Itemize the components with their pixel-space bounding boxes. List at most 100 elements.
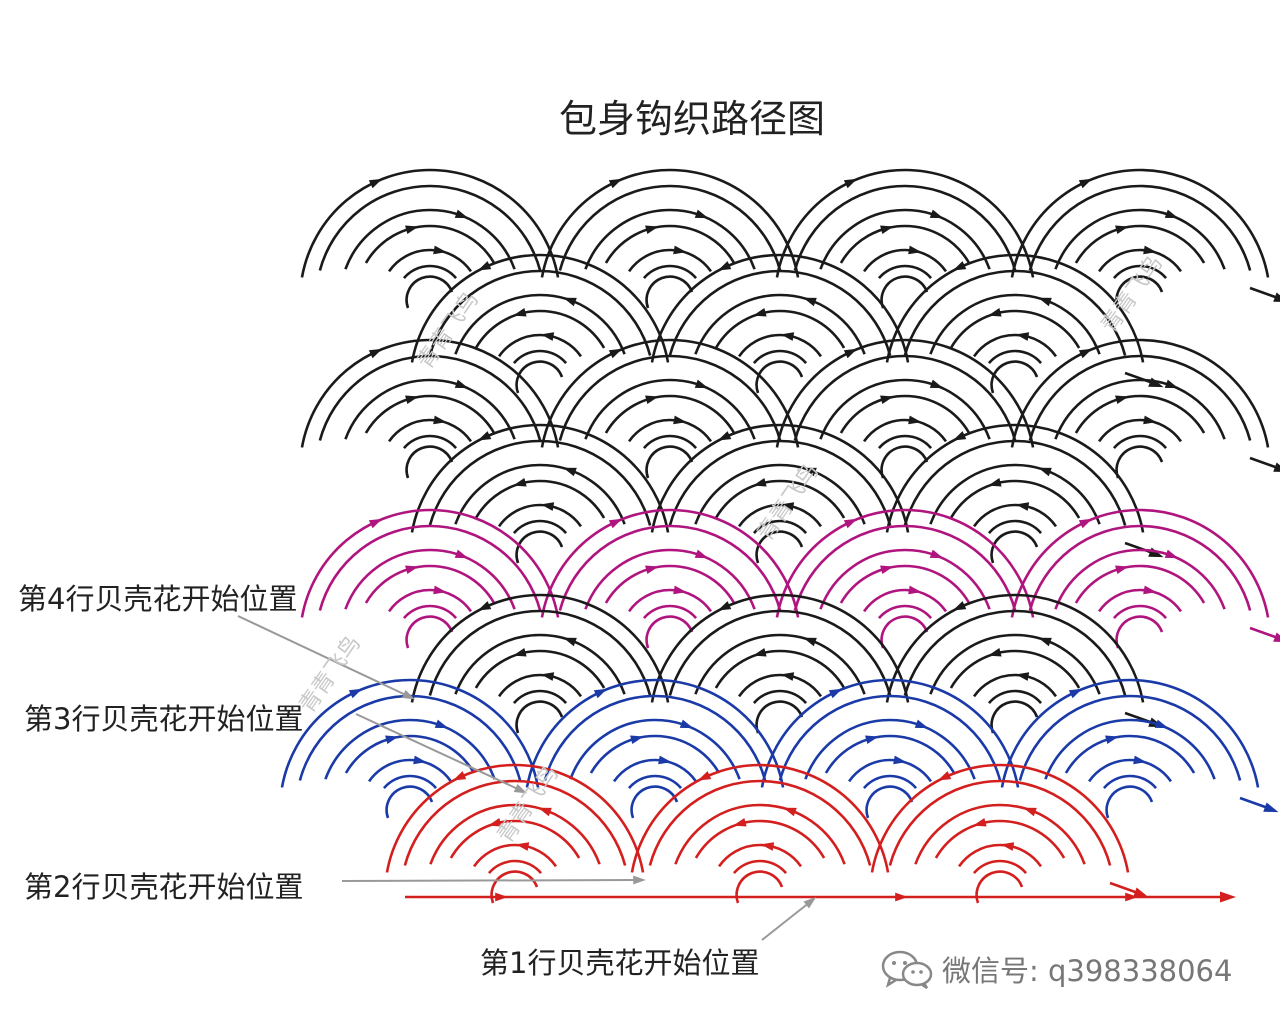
shell-outer-arc (558, 184, 782, 271)
path-arrow (630, 735, 644, 745)
path-arrow (515, 842, 530, 851)
path-arrow (513, 783, 528, 794)
shell-band-arc (737, 503, 823, 528)
path-arrow (1115, 225, 1129, 235)
path-arrow (1105, 735, 1119, 745)
shell-outer-arc (793, 524, 1017, 611)
path-arrow (780, 332, 795, 341)
shell-band-arc (642, 434, 698, 450)
path-arrow (694, 379, 709, 389)
shell-center-hook (880, 615, 929, 649)
shell-band-arc (1054, 378, 1226, 440)
path-arrow (753, 308, 767, 317)
path-arrow (368, 348, 383, 359)
shell-band-arc (1074, 394, 1206, 434)
shell-outer-arc (410, 253, 670, 363)
shell-band-arc (957, 843, 1043, 868)
shell-band-arc (972, 333, 1058, 358)
path-arrow (1115, 395, 1129, 405)
shell-center-hook (755, 530, 804, 564)
path-arrow (1164, 209, 1179, 219)
shell-band-arc (387, 418, 473, 443)
path-arrow (914, 719, 929, 729)
shell-outer-arc (903, 269, 1127, 356)
shell-outer-arc (885, 423, 1145, 533)
path-arrow (385, 735, 399, 745)
shell-outer-arc (1018, 694, 1242, 781)
shell-outer-arc (558, 524, 782, 611)
shell-outer-arc (1000, 678, 1260, 788)
shell-band-arc (382, 774, 438, 790)
path-arrow (1154, 719, 1169, 729)
row-end-line (1109, 881, 1139, 895)
shell-band-arc (1112, 434, 1168, 450)
path-arrow (908, 415, 922, 425)
shell-band-arc (1112, 604, 1168, 620)
shell-band-arc (877, 264, 933, 280)
shell-band-arc (627, 418, 713, 443)
path-arrow (952, 261, 967, 271)
path-arrow (368, 178, 383, 189)
shell-band-arc (929, 463, 1101, 525)
path-arrow (1015, 332, 1030, 341)
label-pointer-line (341, 879, 639, 882)
shell-outer-arc (793, 184, 1017, 271)
shell-band-arc (714, 479, 846, 519)
shell-outer-arc (385, 763, 645, 873)
path-arrow (608, 178, 623, 189)
shell-outer-arc (280, 678, 540, 788)
shell-center-hook (735, 870, 784, 904)
path-arrow (1038, 637, 1052, 647)
shell-band-arc (737, 673, 823, 698)
shell-center-hook (880, 275, 929, 309)
shell-outer-arc (760, 678, 1020, 788)
shell-outer-arc (558, 354, 782, 441)
shell-band-arc (474, 479, 606, 519)
path-arrow (753, 648, 767, 657)
path-arrow (433, 245, 447, 255)
path-arrow (593, 688, 608, 699)
path-arrow (1023, 807, 1037, 817)
shell-band-arc (497, 673, 583, 698)
shell-band-arc (454, 463, 626, 525)
shell-band-arc (449, 819, 581, 859)
path-arrow (1015, 502, 1030, 511)
shell-center-hook (405, 275, 454, 309)
shell-band-arc (364, 564, 496, 604)
shell-outer-arc (775, 168, 1035, 278)
shell-band-arc (642, 604, 698, 620)
path-arrow (348, 688, 363, 699)
row-end-line (1249, 456, 1279, 470)
shell-band-arc (1044, 718, 1216, 780)
shell-center-hook (990, 530, 1039, 564)
shell-band-arc (972, 859, 1028, 875)
shell-band-arc (474, 309, 606, 349)
shell-outer-arc (525, 678, 785, 788)
path-arrow (1078, 348, 1093, 359)
row-end-line (1239, 796, 1269, 810)
wechat-footer: 微信号: q398338064 (880, 948, 1232, 990)
path-arrow (880, 225, 894, 235)
path-arrow (1164, 549, 1179, 559)
path-arrow (988, 308, 1002, 317)
shell-band-arc (862, 248, 948, 273)
path-arrow (540, 332, 555, 341)
path-arrow (803, 297, 817, 307)
shell-outer-arc (403, 779, 627, 866)
path-arrow (780, 502, 795, 511)
shell-band-arc (512, 689, 568, 705)
shell-band-arc (387, 588, 473, 613)
path-arrow (608, 518, 623, 529)
shell-outer-arc (1028, 524, 1252, 611)
shell-center-hook (515, 530, 564, 564)
path-arrow (929, 379, 944, 389)
shell-band-arc (987, 349, 1043, 365)
path-arrow (1220, 891, 1236, 903)
shell-band-arc (402, 434, 458, 450)
shell-center-hook (975, 870, 1024, 904)
shell-band-arc (717, 843, 803, 868)
shell-outer-arc (775, 508, 1035, 618)
path-arrow (880, 395, 894, 405)
shell-band-arc (1102, 774, 1158, 790)
path-arrow (843, 178, 858, 189)
